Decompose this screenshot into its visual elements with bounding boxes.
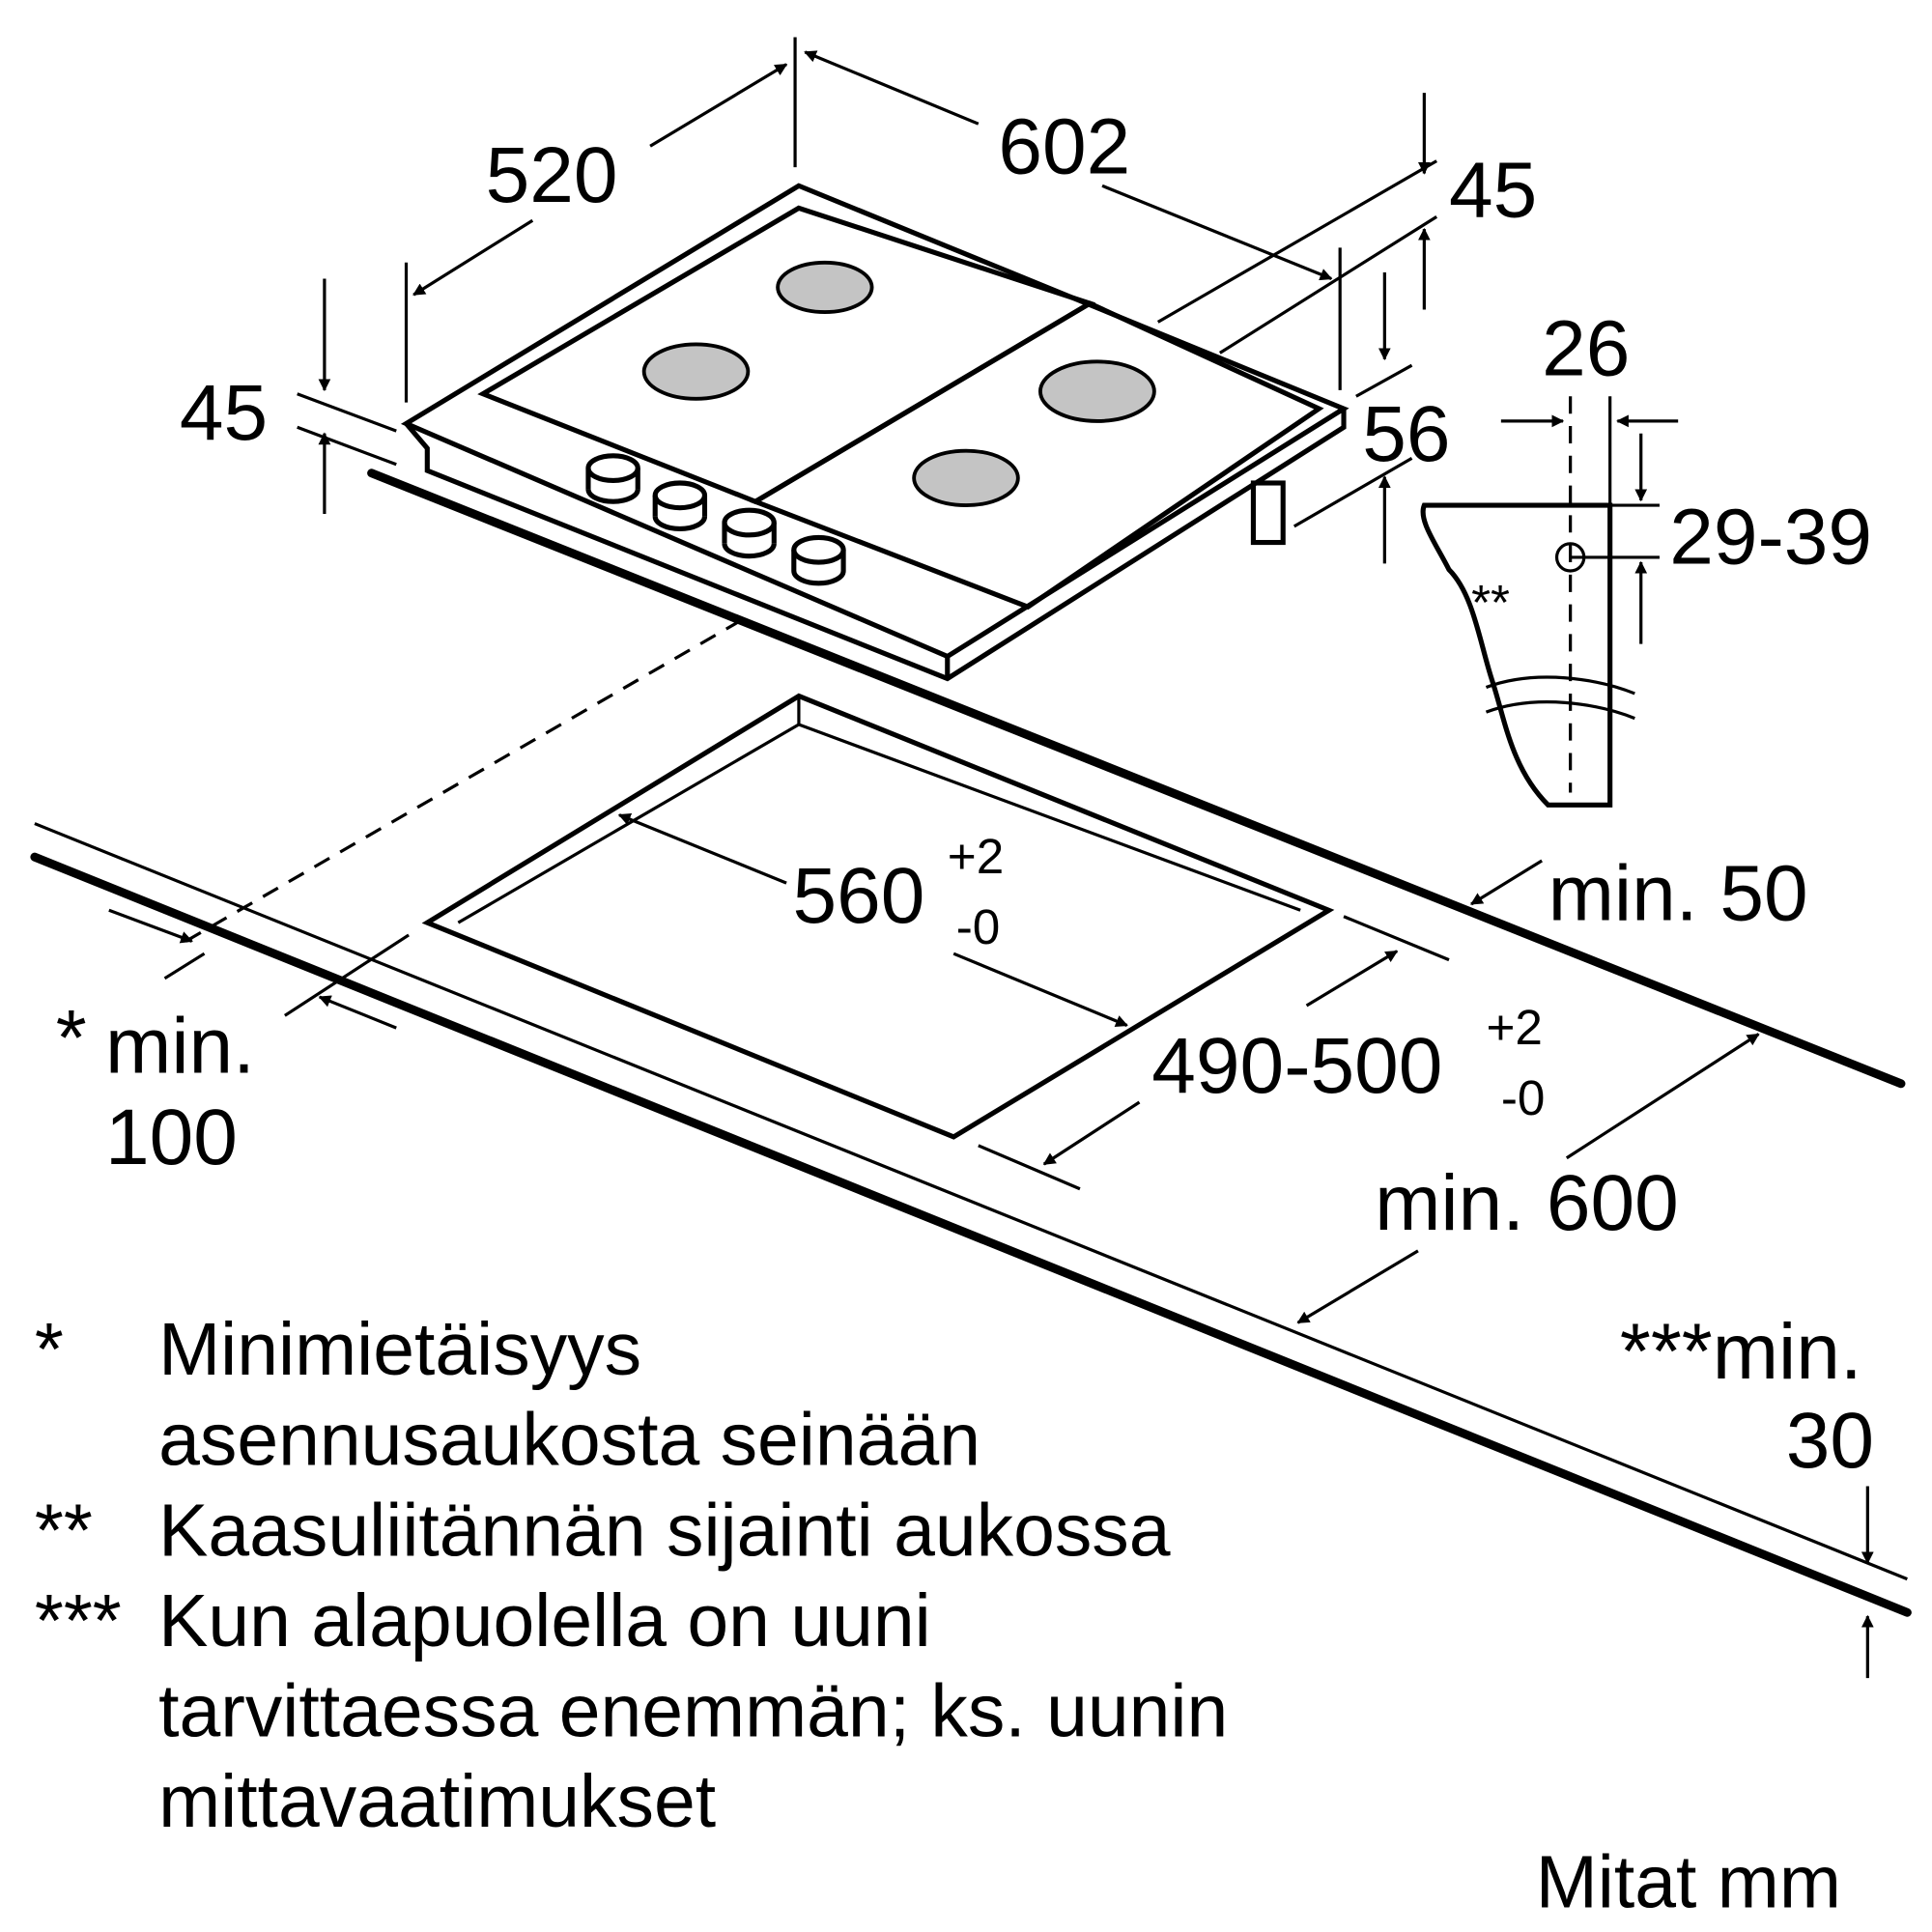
dim-min-star: * xyxy=(56,995,87,1083)
dim-602: 602 xyxy=(998,102,1130,190)
footnote-line: Kaasuliitännän sijainti aukossa xyxy=(158,1489,1171,1572)
footnote-line: asennusaukosta seinään xyxy=(158,1399,980,1482)
dim-560-tol-plus: +2 xyxy=(948,829,1004,884)
dim-min-30-label: ***min. xyxy=(1620,1308,1862,1396)
dim-min-100: 100 xyxy=(105,1094,238,1181)
dim-490-500-tol-minus: -0 xyxy=(1501,1070,1546,1125)
dim-560-tol-minus: -0 xyxy=(956,899,1001,954)
dim-29-39: 29-39 xyxy=(1669,493,1872,581)
dim-490-500-tol-plus: +2 xyxy=(1486,1000,1542,1055)
footnote-marker: *** xyxy=(35,1579,122,1662)
dim-min-30: 30 xyxy=(1786,1397,1874,1485)
dim-56: 56 xyxy=(1362,390,1450,478)
gas-connection-detail xyxy=(1420,396,1660,808)
footnote-marker: * xyxy=(35,1308,64,1391)
dim-490-500: 490-500 xyxy=(1151,1022,1442,1110)
hob xyxy=(400,183,1350,682)
dim-520: 520 xyxy=(486,131,618,219)
dim-45-right: 45 xyxy=(1449,146,1537,234)
dim-min-label: min. xyxy=(105,1002,255,1090)
dimension-lines xyxy=(108,37,1874,1679)
footnote-marker: ** xyxy=(35,1489,93,1572)
cutout xyxy=(421,693,1335,1140)
dim-min-600: min. 600 xyxy=(1375,1159,1679,1247)
footnote-line: tarvittaessa enemmän; ks. uunin xyxy=(158,1669,1228,1752)
gas-connector xyxy=(1250,480,1286,546)
knobs xyxy=(585,453,846,586)
footnotes: * Minimietäisyys asennusaukosta seinään … xyxy=(35,1308,1228,1843)
units-label: Mitat mm xyxy=(1536,1840,1841,1923)
dim-560: 560 xyxy=(793,852,925,940)
gas-marker: ** xyxy=(1471,575,1510,630)
footnote-line: Minimietäisyys xyxy=(158,1308,641,1391)
footnote-line: Kun alapuolella on uuni xyxy=(158,1579,931,1662)
worktop xyxy=(30,469,1912,1617)
dim-min-50: min. 50 xyxy=(1548,850,1808,938)
footnote-line: mittavaatimukset xyxy=(158,1760,716,1843)
dim-26: 26 xyxy=(1542,304,1630,392)
dim-45-left: 45 xyxy=(180,369,268,457)
